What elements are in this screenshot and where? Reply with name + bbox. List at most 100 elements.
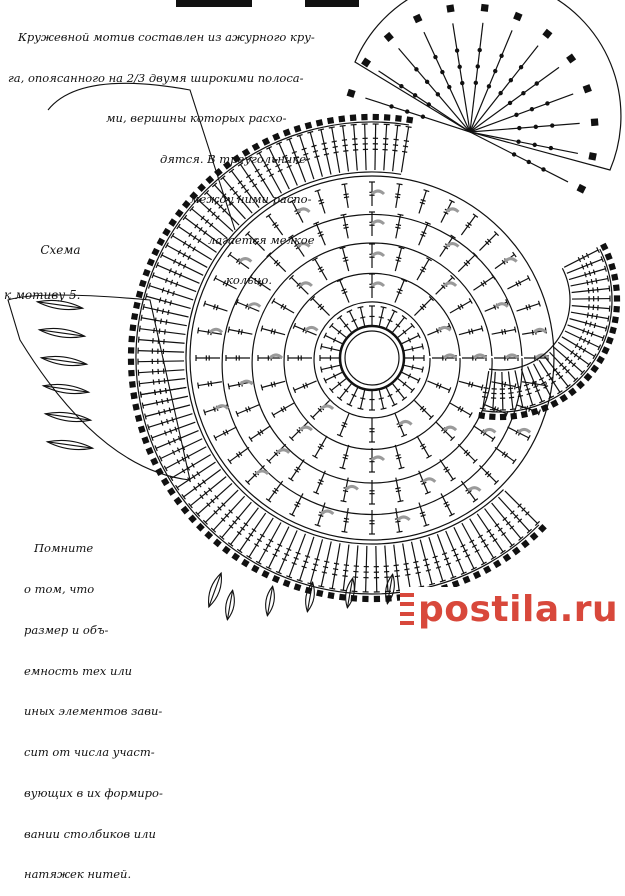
stitch-bar <box>162 309 163 314</box>
upper-band-picot <box>134 302 140 308</box>
note-line: размер и объ- <box>10 624 163 638</box>
lower-band-picot <box>182 507 189 514</box>
stitch-mark <box>539 360 560 392</box>
right-band-picot <box>612 317 618 323</box>
stitch-mark <box>279 530 297 572</box>
right-band-picot <box>602 347 609 354</box>
stitch-mark <box>248 465 265 482</box>
stitch-mark <box>315 436 327 457</box>
stitch-bar <box>343 257 348 258</box>
lower-band-picot <box>363 596 368 601</box>
stitch-mark <box>340 280 349 302</box>
stitch-mark <box>479 465 496 482</box>
note-line: емность тех или <box>10 665 163 679</box>
shaded-loop <box>400 422 412 425</box>
stitch-bar <box>403 563 408 564</box>
stitch-bar <box>379 317 384 318</box>
stitch-bar <box>156 400 157 405</box>
stitch-bar <box>404 141 409 142</box>
stitch-bar <box>161 319 162 324</box>
stitch-mark <box>331 379 346 391</box>
shaded-loop <box>241 381 253 384</box>
stitch-mark <box>393 317 405 332</box>
stitch-bar <box>160 389 161 394</box>
note-text: Помните о том, что размер и объ- емность… <box>10 515 163 896</box>
shaded-loop <box>300 427 312 430</box>
stitch-bar <box>394 565 399 566</box>
stitch-mark <box>485 509 513 546</box>
fan-picot <box>362 58 370 66</box>
fan-knot <box>508 101 511 104</box>
stitch-mark <box>259 522 281 562</box>
stitch-mark <box>344 215 349 239</box>
stitch-bar <box>313 564 318 565</box>
shaded-loop <box>372 191 384 194</box>
stitch-top <box>515 384 516 390</box>
lower-band-picot <box>139 426 145 432</box>
right-band-picot <box>605 253 611 259</box>
stitch-bar <box>420 202 425 204</box>
stitch-bar <box>154 328 155 333</box>
stitch-mark <box>571 279 608 286</box>
shaded-loop <box>277 450 289 453</box>
right-band-picot <box>551 400 558 407</box>
shaded-loop <box>398 517 410 520</box>
stitch-mark <box>495 447 514 461</box>
stitch-bar <box>214 304 216 309</box>
upper-band-picot <box>129 348 134 353</box>
stitch-bar <box>214 407 216 412</box>
stitch-mark <box>375 124 376 170</box>
stitch-bar <box>167 398 168 403</box>
stitch-bar <box>159 329 160 334</box>
stitch-mark <box>462 523 484 563</box>
right-band-picot <box>597 356 604 363</box>
shaded-loop <box>444 283 456 286</box>
stitch-bar <box>517 391 522 392</box>
right-band-picot <box>584 374 591 381</box>
stitch-bar <box>161 421 163 426</box>
center-ring-inner <box>345 331 399 385</box>
stitch-bar <box>591 279 592 284</box>
stitch-bar <box>153 380 154 385</box>
stitch-bar <box>393 145 398 146</box>
right-band-picot <box>479 413 485 419</box>
lower-band-picot <box>242 560 249 567</box>
stitch-bar <box>508 388 513 389</box>
stitch-bar <box>211 381 212 386</box>
stitch-mark <box>492 330 516 335</box>
stitch-top <box>608 316 609 322</box>
stitch-mark <box>231 508 259 545</box>
right-band-picot <box>614 306 619 311</box>
fan-knot <box>527 160 530 163</box>
stitch-mark <box>156 431 198 449</box>
stitch-bar <box>208 330 209 335</box>
stitch-top <box>510 409 516 410</box>
fan-knot <box>458 65 461 68</box>
fan-knot <box>406 110 409 113</box>
stitch-bar <box>594 323 595 328</box>
lower-band-picot <box>223 547 230 554</box>
stitch-bar <box>532 330 533 335</box>
stitch-bar <box>593 288 594 293</box>
fan-knot <box>500 54 503 57</box>
stitch-bar <box>159 379 160 384</box>
shaded-loop <box>321 406 333 409</box>
stitch-mark <box>493 372 495 410</box>
stitch-mark <box>251 426 271 439</box>
stitch-bar <box>395 227 400 228</box>
stitch-bar <box>436 567 441 569</box>
fan-knot <box>549 146 552 149</box>
stitch-bar <box>424 564 429 565</box>
intro-line: ми, вершины которых расхо- <box>8 112 315 126</box>
stitch-mark <box>441 493 452 514</box>
stitch-bar <box>482 397 487 398</box>
stitch-bar <box>587 330 589 335</box>
stitch-mark <box>190 477 226 506</box>
stitch-mark <box>477 514 503 552</box>
stitch-mark <box>545 357 569 387</box>
lower-band-picot <box>513 548 520 555</box>
shaded-loop <box>518 429 530 432</box>
stitch-bar <box>170 429 172 434</box>
caption-line: к мотиву 5. <box>4 288 80 303</box>
stitch-top <box>397 531 403 532</box>
